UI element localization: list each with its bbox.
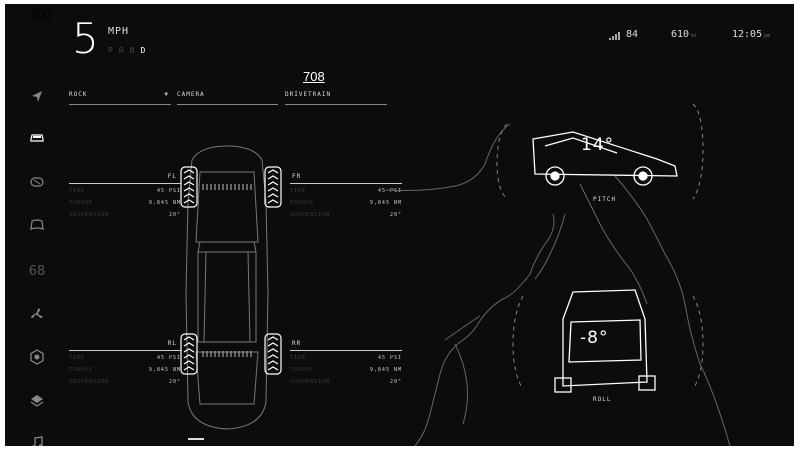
drivetrain-tab-label: DRIVETRAIN xyxy=(285,91,332,98)
overlay-number-center: 708 xyxy=(303,69,325,84)
gear-selector: PRND xyxy=(108,46,151,55)
torque-label: TORQUE xyxy=(290,367,315,373)
gear-p: P xyxy=(108,46,119,55)
torque-value: 9,845 NM xyxy=(369,367,402,373)
suspension-row: SUSPENSION 20" xyxy=(290,212,402,220)
camera-tab-label: CAMERA xyxy=(177,91,205,98)
suspension-row: SUSPENSION 20" xyxy=(290,379,402,387)
wheel-info-rl: RL TIRE 45 PSI TORQUE 9,845 NM SUSPENSION 2… xyxy=(69,337,181,387)
time-suffix: pm xyxy=(764,33,771,39)
suspension-value: 20" xyxy=(168,379,181,385)
overlay-number-corner: 700 xyxy=(30,6,52,21)
chevron-down-icon: ▼ xyxy=(164,91,169,98)
battery-status: 84 xyxy=(626,29,639,40)
wheel-header: RL xyxy=(69,337,181,351)
wheel-label: FR xyxy=(292,173,302,180)
suspension-label: SUSPENSION xyxy=(290,379,331,385)
tire-value: 45 PSI xyxy=(377,188,402,194)
speed-value: 5 xyxy=(72,14,99,63)
temperature-text[interactable]: 68 xyxy=(28,263,46,279)
torque-label: TORQUE xyxy=(290,200,315,206)
rear-axle-ticks xyxy=(202,351,252,357)
wheel-info-rr: RR TIRE 45 PSI TORQUE 9,845 NM SUSPENSION 2… xyxy=(290,337,402,387)
suspension-row: SUSPENSION 20" xyxy=(69,212,181,220)
roll-brackets xyxy=(512,295,704,390)
wheel-header: FL xyxy=(69,170,181,184)
rl-tire xyxy=(180,333,198,375)
pitch-label: PITCH xyxy=(593,196,617,203)
rr-tire xyxy=(264,333,282,375)
torque-row: TORQUE 9,845 NM xyxy=(290,200,402,208)
tire-row: TIRE 45 PSI xyxy=(69,355,181,363)
wheel-label: RL xyxy=(167,340,177,347)
gear-d: D xyxy=(140,46,152,55)
terrain-contour-graphic xyxy=(385,104,731,446)
gear-n: N xyxy=(129,46,141,55)
roll-angle: -8° xyxy=(580,328,609,348)
tire-row: TIRE 45 PSI xyxy=(290,188,402,196)
torque-value: 9,845 NM xyxy=(148,200,181,206)
terrain-mode-label: ROCK xyxy=(69,91,88,98)
suspension-row: SUSPENSION 20" xyxy=(69,379,181,387)
torque-row: TORQUE 9,845 NM xyxy=(290,367,402,375)
fl-tire xyxy=(180,166,198,208)
tire-value: 45 PSI xyxy=(156,188,181,194)
torque-label: TORQUE xyxy=(69,200,94,206)
tire-label: TIRE xyxy=(290,355,307,361)
music-note-icon[interactable] xyxy=(23,432,51,446)
navigation-arrow-icon[interactable] xyxy=(23,86,51,108)
wheel-label: FL xyxy=(167,173,177,180)
torque-label: TORQUE xyxy=(69,367,94,373)
range-value: 610 xyxy=(671,29,690,40)
camera-tab[interactable]: CAMERA xyxy=(177,89,278,105)
gear-r: R xyxy=(118,46,130,55)
suspension-value: 20" xyxy=(389,379,402,385)
fan-icon[interactable] xyxy=(23,303,51,325)
tire-label: TIRE xyxy=(69,355,86,361)
torque-row: TORQUE 9,845 NM xyxy=(69,367,181,375)
time-value: 12:05 xyxy=(732,29,763,40)
wheel-info-fl: FL TIRE 45 PSI TORQUE 9,845 NM SUSPENSION 2… xyxy=(69,170,181,220)
suspension-label: SUSPENSION xyxy=(290,212,331,218)
torque-value: 9,845 NM xyxy=(148,367,181,373)
suspension-label: SUSPENSION xyxy=(69,212,110,218)
rear-defrost-icon[interactable] xyxy=(23,171,51,193)
drivetrain-tab[interactable]: DRIVETRAIN xyxy=(285,89,387,105)
roll-label: ROLL xyxy=(593,396,612,403)
range-unit: mi xyxy=(691,33,698,39)
speed-unit: MPH xyxy=(108,26,130,37)
suspension-value: 20" xyxy=(168,212,181,218)
tire-value: 45 PSI xyxy=(377,355,402,361)
tire-value: 45 PSI xyxy=(156,355,181,361)
front-defrost-icon[interactable] xyxy=(23,214,51,236)
car-topdown-diagram xyxy=(180,145,282,430)
roll-vehicle-rear-view xyxy=(554,289,656,393)
tire-label: TIRE xyxy=(290,188,307,194)
torque-row: TORQUE 9,845 NM xyxy=(69,200,181,208)
wheel-header: FR xyxy=(290,170,402,184)
pitch-angle: 14° xyxy=(581,135,615,155)
wheel-label: RR xyxy=(292,340,302,347)
signal-bars-icon xyxy=(609,32,620,40)
terrain-mode-dropdown[interactable]: ROCK ▼ xyxy=(69,89,171,105)
pitch-brackets xyxy=(496,104,704,200)
fr-tire xyxy=(264,166,282,208)
wheel-header: RR xyxy=(290,337,402,351)
tire-label: TIRE xyxy=(69,188,86,194)
pitch-vehicle-side-view xyxy=(532,131,678,186)
layers-icon[interactable] xyxy=(23,390,51,412)
front-axle-ticks xyxy=(202,184,252,190)
tire-row: TIRE 45 PSI xyxy=(290,355,402,363)
suspension-value: 20" xyxy=(389,212,402,218)
car-icon[interactable] xyxy=(23,126,51,148)
suspension-label: SUSPENSION xyxy=(69,379,110,385)
tire-row: TIRE 45 PSI xyxy=(69,188,181,196)
wheel-info-fr: FR TIRE 45 PSI TORQUE 9,845 NM SUSPENSION 2… xyxy=(290,170,402,220)
hexagon-settings-icon[interactable] xyxy=(23,346,51,368)
torque-value: 9,845 NM xyxy=(369,200,402,206)
page-indicator[interactable] xyxy=(188,438,204,440)
